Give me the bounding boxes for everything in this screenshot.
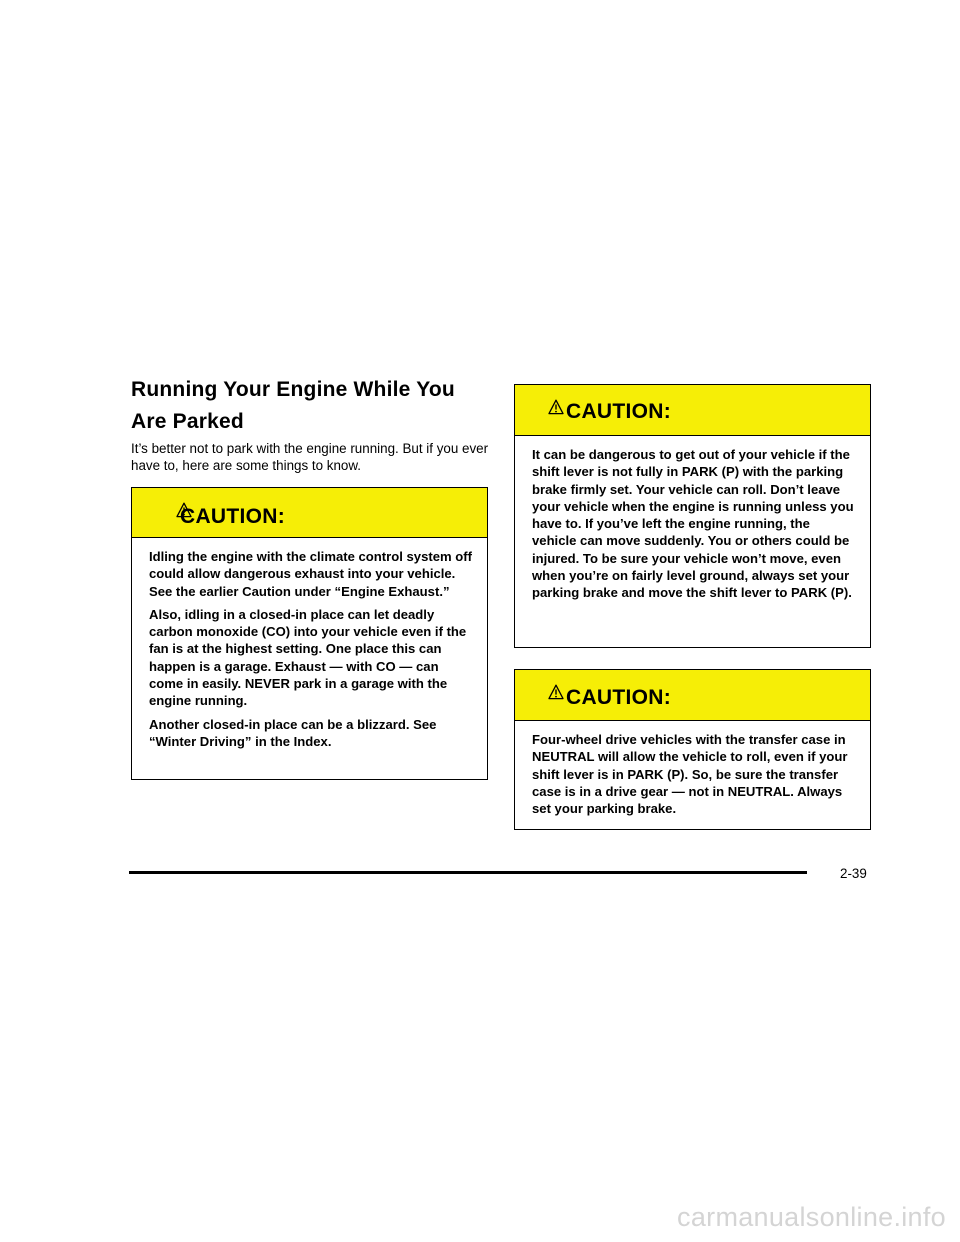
footer-rule bbox=[129, 871, 807, 874]
caution-label: CAUTION: bbox=[180, 505, 286, 528]
caution-box-four-wheel-drive: CAUTION: Four-wheel drive vehicles with … bbox=[514, 669, 871, 830]
warning-triangle-icon bbox=[176, 502, 192, 518]
page-title: Running Your Engine While You Are Parked bbox=[131, 378, 455, 433]
caution-paragraph: Four-wheel drive vehicles with the trans… bbox=[532, 732, 848, 817]
page-number: 2-39 bbox=[840, 866, 867, 881]
caution-header: CAUTION: bbox=[132, 488, 487, 538]
caution-paragraph: Idling the engine with the climate contr… bbox=[149, 549, 473, 599]
caution-body: It can be dangerous to get out of your v… bbox=[515, 436, 870, 602]
caution-paragraph: Also, idling in a closed-in place can le… bbox=[149, 606, 467, 709]
caution-paragraph: Another closed-in place can be a blizzar… bbox=[149, 716, 437, 749]
watermark[interactable]: carmanualsonline.info bbox=[677, 1202, 946, 1232]
caution-body: Idling the engine with the climate contr… bbox=[132, 538, 487, 750]
caution-box-exhaust: CAUTION: Idling the engine with the clim… bbox=[131, 487, 488, 780]
caution-header: CAUTION: bbox=[515, 670, 870, 721]
caution-body: Four-wheel drive vehicles with the trans… bbox=[515, 721, 870, 817]
caution-header: CAUTION: bbox=[515, 385, 870, 436]
caution-box-park: CAUTION: It can be dangerous to get out … bbox=[514, 384, 871, 648]
caution-label: CAUTION: bbox=[566, 400, 672, 423]
caution-paragraph: It can be dangerous to get out of your v… bbox=[532, 447, 854, 601]
warning-triangle-icon bbox=[548, 684, 564, 700]
caution-label: CAUTION: bbox=[566, 686, 672, 709]
intro-paragraph: It’s better not to park with the engine … bbox=[131, 441, 489, 473]
warning-triangle-icon bbox=[548, 399, 564, 415]
